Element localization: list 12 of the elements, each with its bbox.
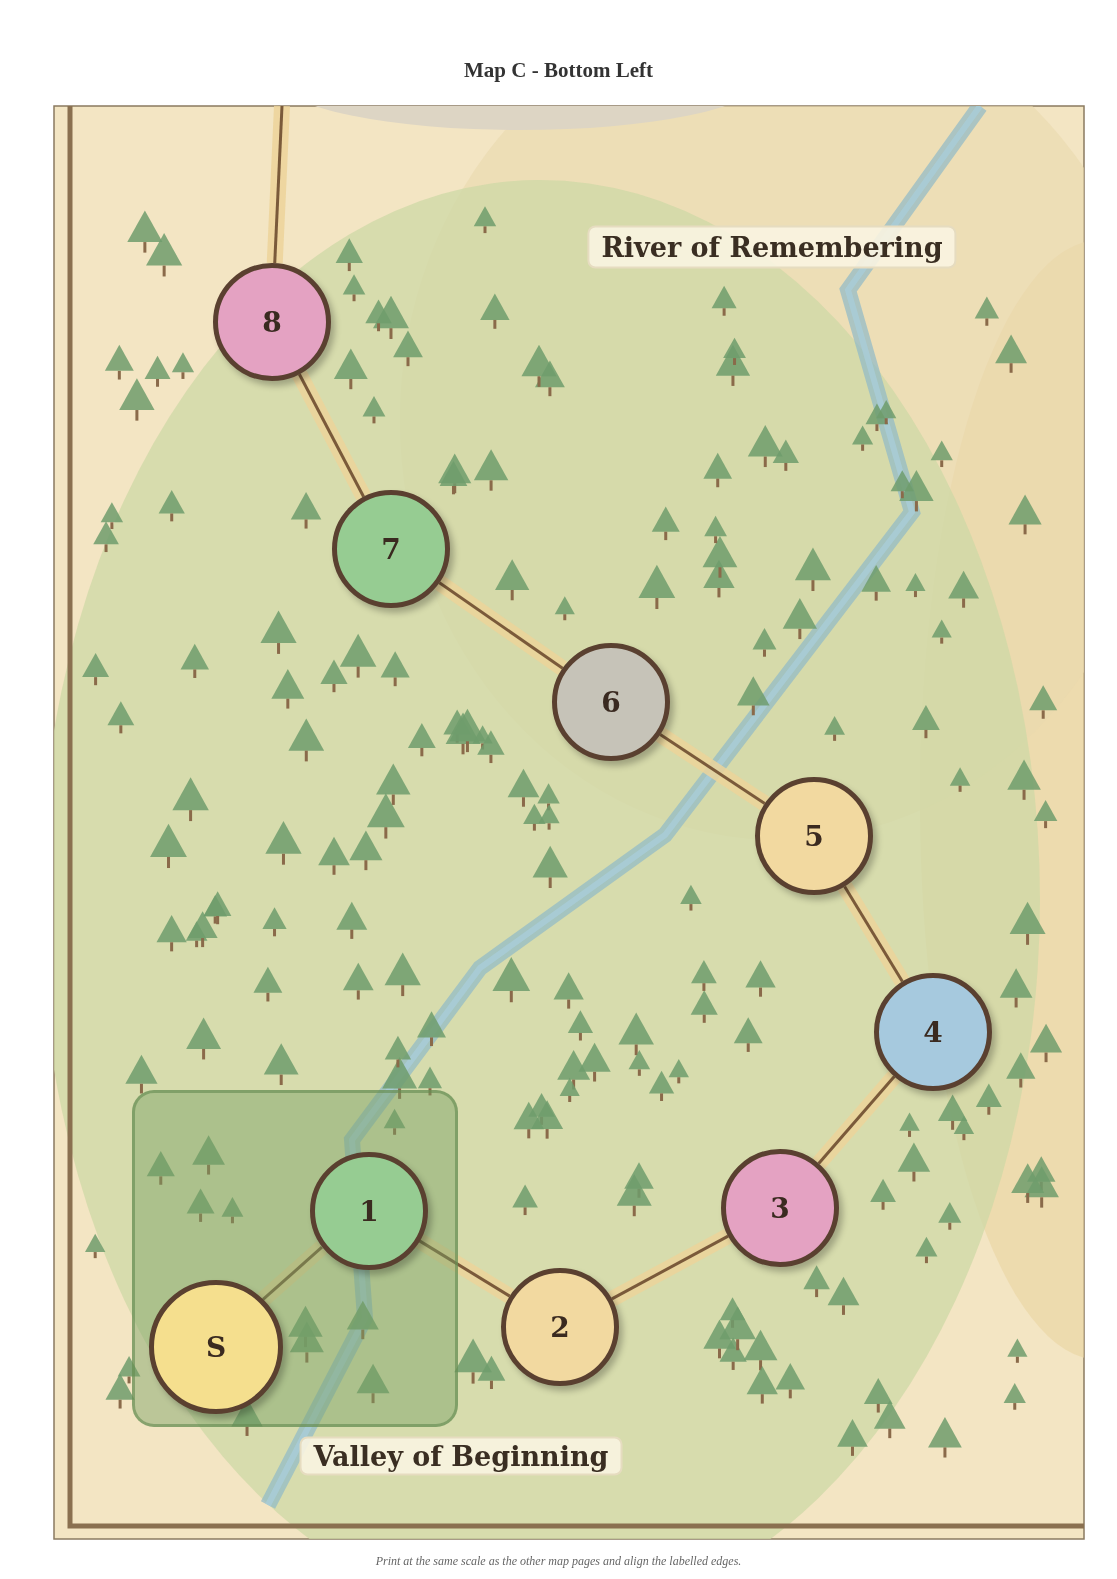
- map-title: Map C - Bottom Left: [463, 58, 654, 83]
- area-label: Valley of Beginning: [299, 1436, 623, 1476]
- river-label: River of Remembering: [587, 225, 957, 269]
- trail-path: [837, 882, 910, 986]
- trail-path: [257, 1241, 328, 1306]
- trail-path: [655, 727, 770, 811]
- trail-path: [292, 370, 371, 501]
- trail-path: [812, 1071, 901, 1169]
- trail-path: [608, 1229, 732, 1306]
- caption: Print at the same scale as the other map pages and align the labelled edges.: [374, 1554, 743, 1569]
- trail-path: [266, 105, 290, 264]
- trail-path: [434, 576, 568, 675]
